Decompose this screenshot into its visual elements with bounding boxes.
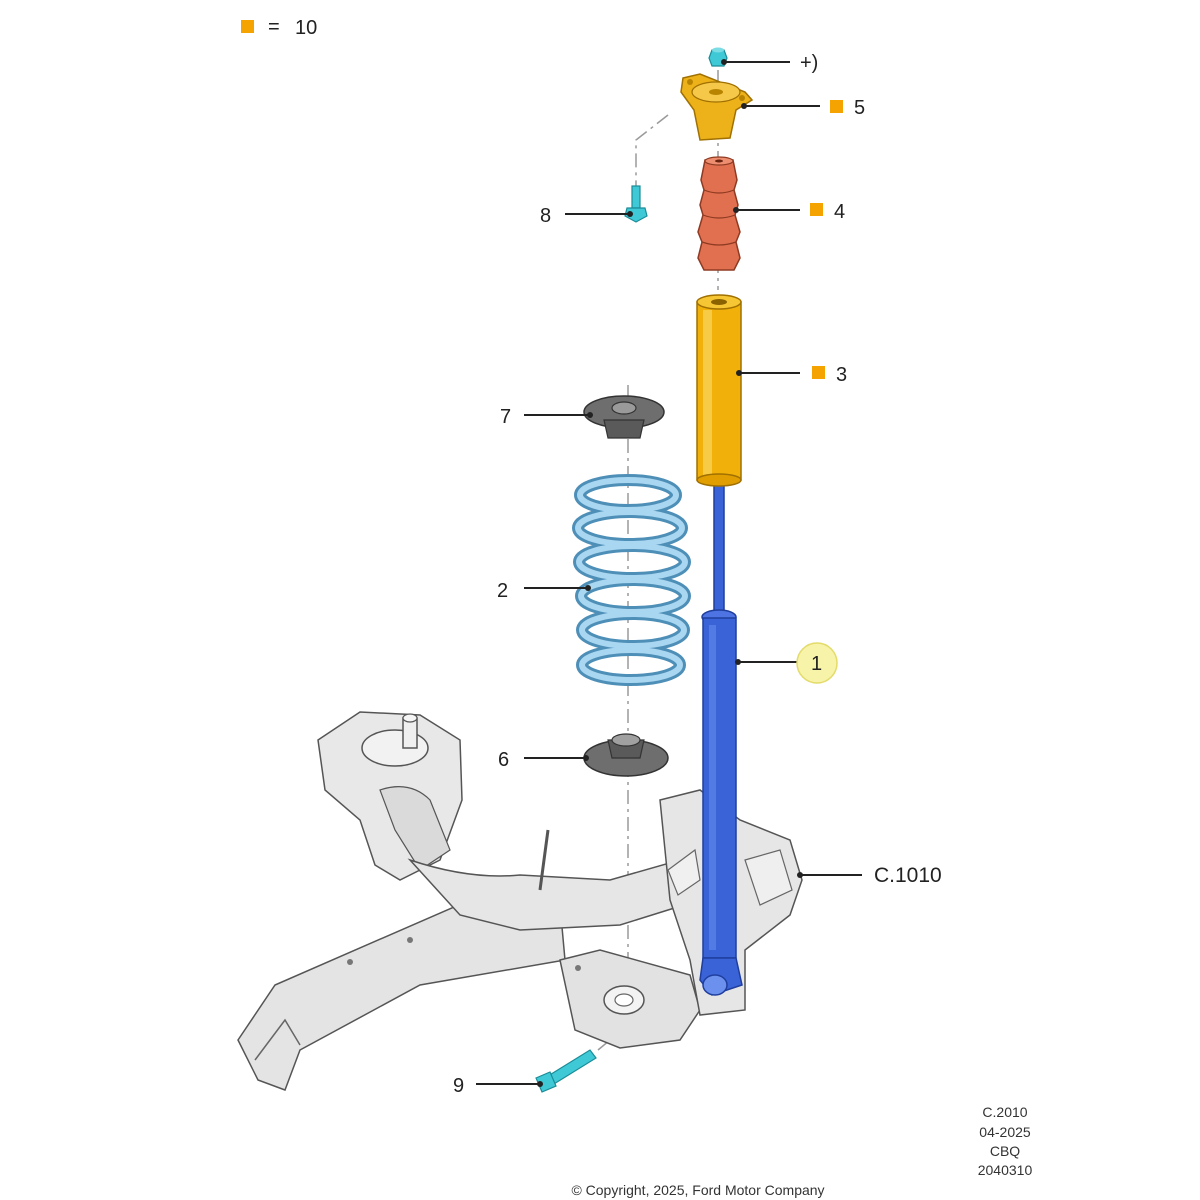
bump-stop [697, 156, 741, 271]
callout-5: 5 [854, 97, 865, 119]
mount-bolt [624, 185, 648, 223]
footer-reference: C.2010 04-2025 CBQ 2040310 [978, 1104, 1033, 1178]
callout-markers [810, 100, 843, 379]
copyright-notice: © Copyright, 2025, Ford Motor Company [571, 1182, 824, 1198]
callout-9: 9 [453, 1075, 464, 1097]
upper-spring-seat [583, 395, 665, 439]
callout-6: 6 [498, 749, 509, 771]
dust-cover [696, 294, 742, 487]
coil-spring [572, 474, 691, 686]
footer-date: 04-2025 [979, 1124, 1031, 1140]
shock-absorber [699, 484, 743, 996]
callout-labels: +) 5 4 3 8 7 2 1 6 C.1010 9 [453, 52, 942, 1097]
rear-axle-beam [237, 711, 803, 1091]
legend-marker [241, 20, 254, 33]
marker-3 [812, 366, 825, 379]
callout-1: 1 [811, 653, 822, 675]
callout-7: 7 [500, 406, 511, 428]
lower-spring-seat [583, 733, 669, 777]
footer-number: 2040310 [978, 1162, 1033, 1178]
lower-bolt [535, 1049, 597, 1093]
callout-2: 2 [497, 580, 508, 602]
callout-8: 8 [540, 205, 551, 227]
part-1-highlight [796, 642, 838, 684]
callout-3: 3 [836, 364, 847, 386]
marker-5 [830, 100, 843, 113]
leader-lines [476, 59, 862, 1087]
callout-plus-note: +) [800, 52, 818, 74]
legend: = 10 [241, 16, 317, 39]
callout-assembly-ref: C.1010 [874, 864, 942, 887]
footer-ref-code: C.2010 [982, 1104, 1027, 1120]
callout-4: 4 [834, 201, 845, 223]
marker-4 [810, 203, 823, 216]
legend-value: 10 [295, 17, 317, 39]
footer-code: CBQ [990, 1143, 1020, 1159]
legend-equals: = [268, 16, 280, 38]
top-mount [680, 73, 754, 141]
